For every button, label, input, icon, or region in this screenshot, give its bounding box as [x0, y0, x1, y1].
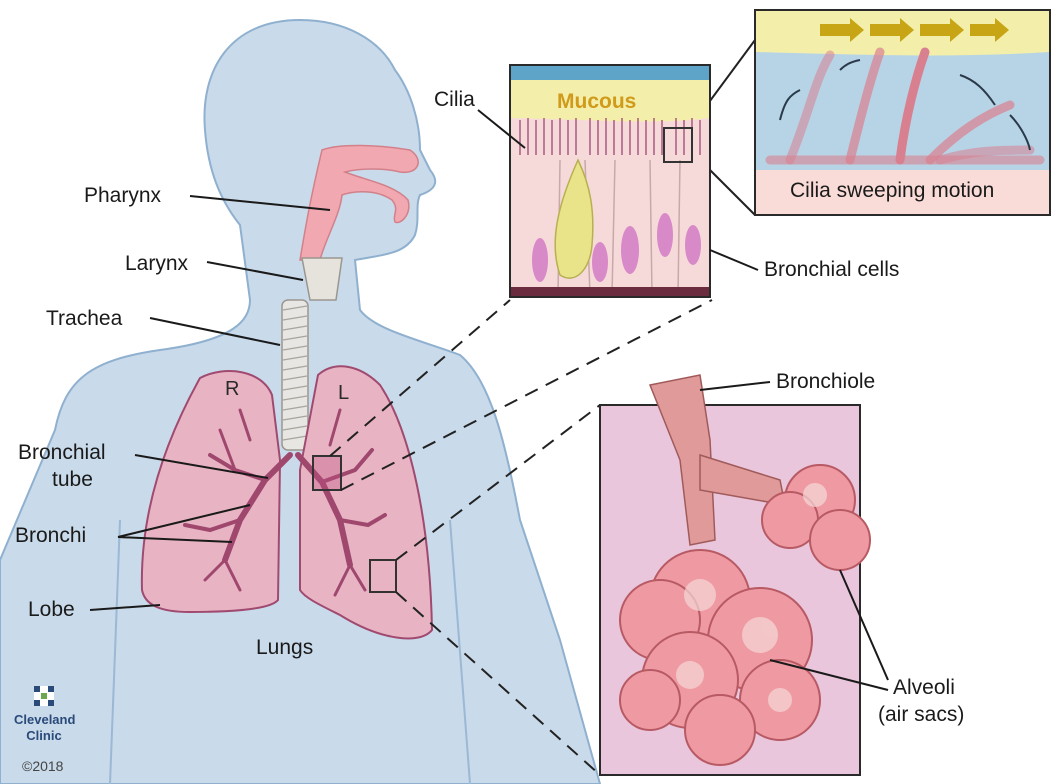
label-right-lung: R: [225, 378, 239, 401]
cilia-zoom-marker: [313, 456, 341, 490]
cleveland-clinic-logo: [34, 686, 54, 706]
label-pharynx: Pharynx: [84, 184, 161, 208]
label-cilia: Cilia: [434, 88, 475, 112]
label-lungs: Lungs: [256, 636, 313, 660]
copyright: ©2018: [22, 758, 63, 774]
label-cilia-sweeping-motion: Cilia sweeping motion: [790, 179, 994, 203]
logo-name-line2: Clinic: [14, 728, 74, 744]
label-bronchial-cells: Bronchial cells: [764, 258, 899, 282]
label-bronchial-tube-line1: Bronchial: [18, 441, 106, 465]
label-alveoli-line1: Alveoli: [893, 676, 955, 700]
label-alveoli-line2: (air sacs): [878, 703, 964, 727]
label-bronchiole: Bronchiole: [776, 370, 875, 394]
label-mucous: Mucous: [557, 90, 636, 114]
label-bronchial-tube-line2: tube: [52, 468, 93, 492]
logo-name-line1: Cleveland: [14, 712, 74, 728]
label-trachea: Trachea: [46, 307, 122, 331]
label-larynx: Larynx: [125, 252, 188, 276]
label-lobe: Lobe: [28, 598, 75, 622]
alveoli-inset: [600, 375, 870, 775]
label-bronchi: Bronchi: [15, 524, 86, 548]
label-left-lung: L: [338, 382, 349, 405]
